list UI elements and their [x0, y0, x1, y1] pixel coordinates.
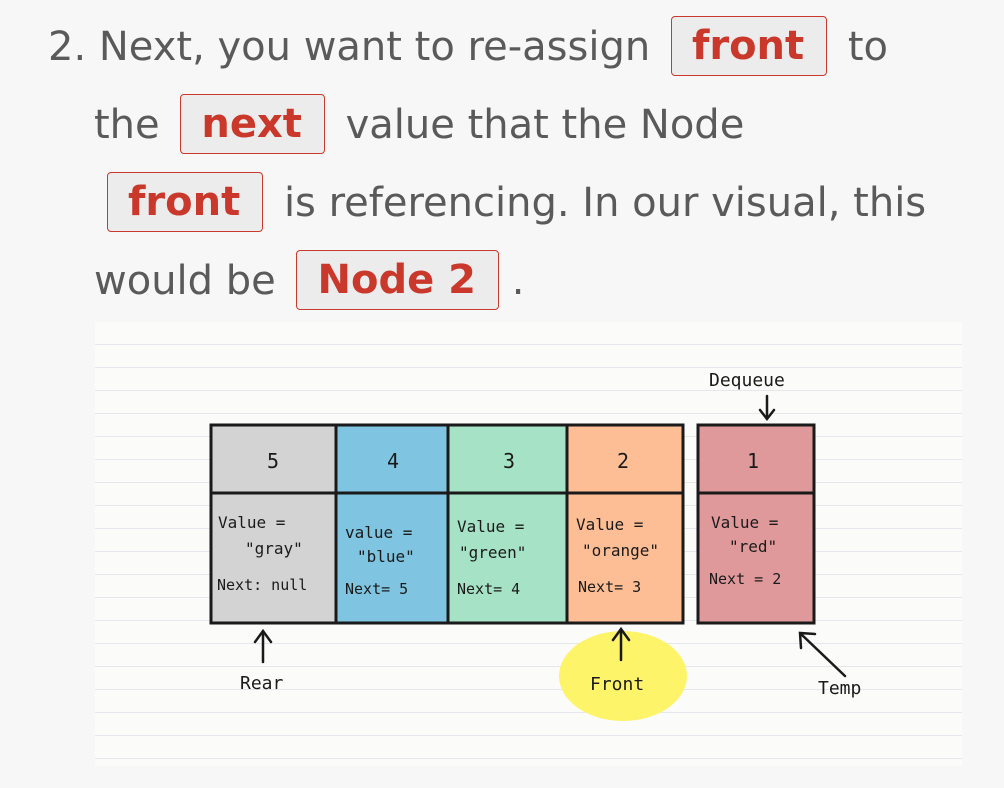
node-1: 1 Value = "red" Next = 2 — [696, 423, 816, 625]
node-3-value: "green" — [459, 543, 526, 562]
node-5: 5 Value = "gray" Next: null — [209, 423, 338, 625]
front-label: Front — [590, 674, 644, 695]
node-1-index: 1 — [747, 449, 759, 473]
rear-arrow-icon — [253, 628, 273, 664]
line-3: front is referencing. In our visual, thi… — [107, 164, 926, 242]
line-2-text: the — [94, 102, 160, 148]
code-node-2: Node 2 — [296, 250, 499, 310]
node-1-body-cell — [696, 491, 816, 625]
node-4-next: Next= 5 — [345, 580, 408, 598]
queue-diagram-svg: 5 Value = "gray" Next: null 4 value = "b… — [209, 370, 861, 721]
node-2-index: 2 — [617, 449, 629, 473]
front-arrow-icon — [611, 626, 631, 662]
node-3-body-cell — [446, 491, 569, 625]
line-1: 2. Next, you want to re-assign front to — [48, 8, 888, 86]
front-highlight — [559, 631, 687, 721]
temp-arrow-icon — [798, 631, 847, 678]
line-2: the next value that the Node — [94, 86, 744, 164]
code-next: next — [180, 94, 325, 154]
queue-diagram: 5 Value = "gray" Next: null 4 value = "b… — [95, 322, 962, 766]
node-4: 4 value = "blue" Next= 5 — [334, 423, 450, 625]
node-5-next: Next: null — [217, 576, 307, 594]
line-1-text: 2. Next, you want to re-assign — [48, 24, 651, 70]
node-2: 2 Value = "orange" Next= 3 — [565, 423, 685, 625]
node-1-next: Next = 2 — [709, 570, 781, 588]
rear-label: Rear — [240, 673, 284, 694]
node-1-value-label: Value = — [711, 513, 778, 532]
line-4-suffix: . — [511, 258, 525, 304]
node-1-value: "red" — [729, 537, 777, 556]
node-2-body-cell — [565, 491, 685, 625]
line-1-suffix: to — [847, 24, 889, 70]
node-4-body-cell — [334, 491, 450, 625]
node-3-index-cell — [446, 423, 569, 495]
node-4-value-label: value = — [345, 523, 412, 542]
node-1-index-cell — [696, 423, 816, 495]
line-3-suffix: is referencing. In our visual, this — [283, 180, 927, 226]
node-5-index: 5 — [267, 449, 279, 473]
node-3-next: Next= 4 — [457, 580, 520, 598]
dequeue-label: Dequeue — [709, 370, 785, 391]
node-3-index: 3 — [503, 449, 515, 473]
node-3-value-label: Value = — [457, 517, 524, 536]
line-4-text: would be — [94, 258, 276, 304]
node-5-value-label: Value = — [218, 513, 285, 532]
temp-label: Temp — [818, 678, 861, 699]
code-front: front — [670, 16, 828, 76]
line-4: would be Node 2 . — [94, 242, 524, 320]
line-2-suffix: value that the Node — [345, 102, 745, 148]
node-2-value-label: Value = — [576, 515, 643, 534]
node-2-next: Next= 3 — [578, 578, 641, 596]
node-4-index: 4 — [387, 449, 399, 473]
node-5-index-cell — [209, 423, 338, 495]
node-5-body-cell — [209, 491, 338, 625]
node-4-value: "blue" — [357, 547, 415, 566]
node-3: 3 Value = "green" Next= 4 — [446, 423, 569, 625]
node-2-value: "orange" — [582, 541, 659, 560]
code-front-2: front — [107, 172, 264, 232]
node-5-value: "gray" — [245, 539, 303, 558]
dequeue-arrow-icon — [758, 394, 776, 422]
